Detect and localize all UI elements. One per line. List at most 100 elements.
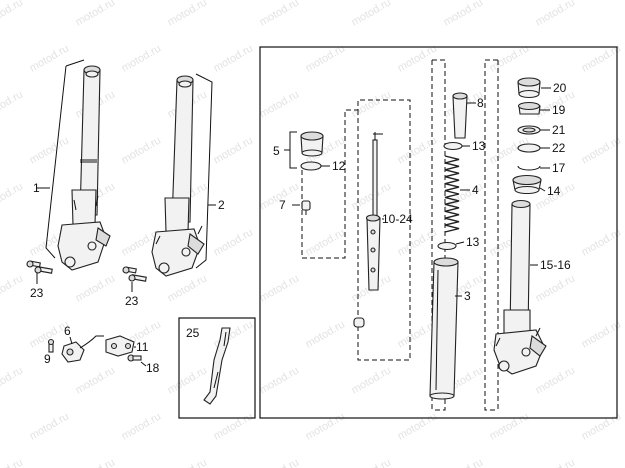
callout-22: 22 <box>552 141 566 155</box>
callout-11: 11 <box>136 340 149 354</box>
screw-9 <box>47 338 55 353</box>
assembly-path-fork-a <box>432 59 446 411</box>
sensor-6 <box>61 335 104 363</box>
watermark-text: motod.ru <box>120 410 164 442</box>
circlip-17 <box>517 165 541 171</box>
callout-17: 17 <box>552 161 566 175</box>
callout-20: 20 <box>553 81 567 95</box>
damper-rod-10-24 <box>365 132 383 291</box>
watermark-text: motod.ru <box>258 364 302 396</box>
watermark-text: motod.ru <box>350 180 394 212</box>
callout-8: 8 <box>477 96 484 110</box>
part-7 <box>301 200 311 215</box>
watermark-text: motod.ru <box>74 272 118 304</box>
watermark-text: motod.ru <box>212 226 256 258</box>
watermark-text: motod.ru <box>396 226 440 258</box>
ring-19 <box>517 101 541 115</box>
assembly-path-left <box>301 99 380 259</box>
watermark-text: motod.ru <box>534 364 578 396</box>
outer-tube-15-16 <box>493 199 547 375</box>
fork-leg-1 <box>57 65 111 271</box>
inner-tube-3 <box>429 257 459 400</box>
bolts-23-left <box>26 260 53 274</box>
hose-guide-25 <box>203 327 231 405</box>
watermark-text: motod.ru <box>74 456 118 468</box>
assembly-path-center <box>357 99 411 361</box>
callout-6: 6 <box>64 324 71 338</box>
callout-7: 7 <box>279 198 286 212</box>
callout-15-16: 15-16 <box>540 258 571 272</box>
watermark-text: motod.ru <box>350 88 394 120</box>
watermark-text: motod.ru <box>534 0 578 29</box>
screw-18 <box>127 354 142 362</box>
watermark-text: motod.ru <box>28 42 72 74</box>
small-bush <box>353 317 365 328</box>
watermark-text: motod.ru <box>258 272 302 304</box>
callout-23-left: 23 <box>30 286 44 300</box>
bolts-23-right <box>122 266 147 282</box>
spring-coil <box>444 155 460 233</box>
top-cap-5 <box>300 131 324 157</box>
callout-21: 21 <box>552 123 566 137</box>
ring-22 <box>517 143 541 153</box>
leader-bracket-2 <box>195 73 213 269</box>
watermark-text: motod.ru <box>442 456 486 468</box>
callout-4: 4 <box>472 183 479 197</box>
watermark-text: motod.ru <box>304 226 348 258</box>
clip-12 <box>300 161 322 171</box>
spring-4 <box>444 155 460 233</box>
watermark-text: motod.ru <box>258 0 302 29</box>
watermark-text: motod.ru <box>488 410 532 442</box>
watermark-text: motod.ru <box>0 0 25 29</box>
watermark-text: motod.ru <box>350 456 394 468</box>
spacer-tube-8 <box>452 92 468 139</box>
watermark-text: motod.ru <box>304 318 348 350</box>
watermark-text: motod.ru <box>166 364 210 396</box>
watermark-text: motod.ru <box>120 42 164 74</box>
watermark-text: motod.ru <box>166 456 210 468</box>
watermark-text: motod.ru <box>396 134 440 166</box>
seal-14 <box>512 174 542 195</box>
washer-13-lower <box>437 241 457 251</box>
callout-18: 18 <box>146 361 160 375</box>
watermark-text: motod.ru <box>28 134 72 166</box>
watermark-text: motod.ru <box>350 0 394 29</box>
watermark-text: motod.ru <box>350 364 394 396</box>
washer-13-upper <box>443 141 463 151</box>
watermark-text: motod.ru <box>212 134 256 166</box>
callout-2: 2 <box>218 198 225 212</box>
callout-19: 19 <box>552 103 566 117</box>
watermark-text: motod.ru <box>28 410 72 442</box>
watermark-text: motod.ru <box>534 272 578 304</box>
watermark-text: motod.ru <box>0 180 25 212</box>
watermark-text: motod.ru <box>212 410 256 442</box>
callout-10-24: 10-24 <box>382 212 413 226</box>
leader-bracket-1 <box>45 65 67 259</box>
exploded-view-frame <box>259 46 618 419</box>
callout-25: 25 <box>186 326 200 340</box>
watermark-text: motod.ru <box>442 0 486 29</box>
bracket-11 <box>105 335 135 357</box>
watermark-text: motod.ru <box>396 410 440 442</box>
bracket-5 <box>289 131 297 169</box>
watermark-text: motod.ru <box>74 364 118 396</box>
watermark-text: motod.ru <box>212 42 256 74</box>
watermark-text: motod.ru <box>74 0 118 29</box>
watermark-text: motod.ru <box>0 364 25 396</box>
watermark-text: motod.ru <box>0 88 25 120</box>
callout-1: 1 <box>33 181 40 195</box>
nut-20 <box>517 77 541 99</box>
watermark-text: motod.ru <box>534 456 578 468</box>
watermark-text: motod.ru <box>258 456 302 468</box>
callout-13-lower: 13 <box>466 235 480 249</box>
watermark-text: motod.ru <box>258 88 302 120</box>
watermark-text: motod.ru <box>304 410 348 442</box>
callout-14: 14 <box>547 184 561 198</box>
watermark-text: motod.ru <box>120 134 164 166</box>
assembly-path-fork-b <box>484 59 498 411</box>
callout-9: 9 <box>44 352 51 366</box>
watermark-text: motod.ru <box>0 456 25 468</box>
box-25-frame <box>178 317 256 419</box>
callout-3: 3 <box>464 289 471 303</box>
